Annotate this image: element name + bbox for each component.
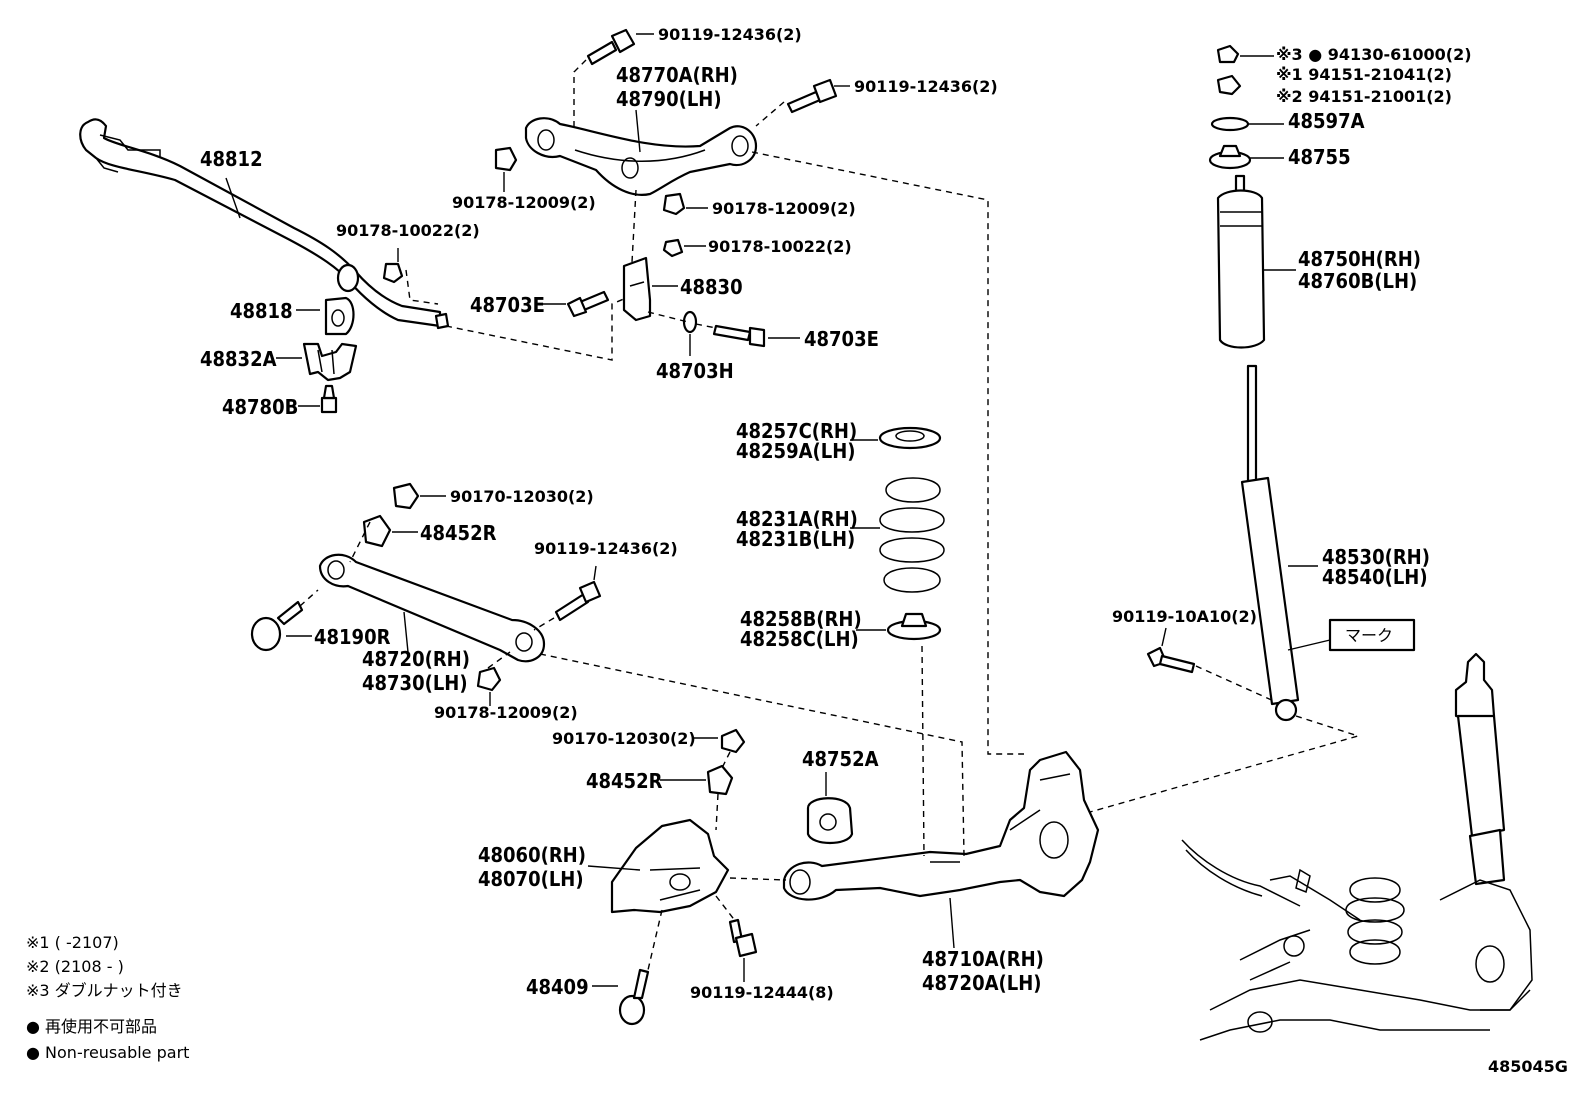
mark-callout: マーク (1287, 618, 1416, 652)
label-48710a-rh[interactable]: 48710A(RH) (922, 947, 1044, 971)
bushing-48452r-top (362, 514, 392, 548)
nut-90178-10022-a (382, 262, 404, 284)
label-48231a-rh[interactable]: 48231A(RH) (736, 507, 858, 531)
stabilizer-bar (79, 118, 450, 330)
spring-seat-48258b (886, 612, 942, 641)
bolt-48703e-left (566, 290, 610, 318)
label-48832a[interactable]: 48832A (200, 347, 277, 371)
bolt-48780b (320, 384, 338, 414)
label-90170-12030-top[interactable]: 90170-12030(2) (450, 487, 594, 506)
nut-94151 (1216, 74, 1242, 96)
note-2: ※2 (2108 - ) (26, 957, 124, 976)
label-90178-12009-right[interactable]: 90178-12009(2) (712, 199, 856, 218)
label-90119-12436-mid[interactable]: 90119-12436(2) (534, 539, 678, 558)
label-48790-lh[interactable]: 48790(LH) (616, 87, 722, 111)
label-48730-lh[interactable]: 48730(LH) (362, 671, 468, 695)
nut-90178-12009-left (494, 146, 518, 172)
bushing-48755 (1208, 144, 1252, 170)
label-48770a-rh[interactable]: 48770A(RH) (616, 63, 738, 87)
note-1: ※1 ( -2107) (26, 933, 119, 952)
lower-arm-48720 (318, 553, 546, 663)
label-94130-61000[interactable]: ※3 ● 94130-61000(2) (1276, 45, 1472, 64)
label-48750h-rh[interactable]: 48750H(RH) (1298, 247, 1421, 271)
label-48830[interactable]: 48830 (680, 275, 743, 299)
label-48755[interactable]: 48755 (1288, 145, 1351, 169)
bushing-48452r-bottom (706, 764, 734, 796)
dashed-leader-lines (299, 59, 1361, 971)
bushing-48752a (806, 797, 854, 845)
label-90119-12444[interactable]: 90119-12444(8) (690, 983, 834, 1002)
label-90178-12009-left[interactable]: 90178-12009(2) (452, 193, 596, 212)
label-90178-12009-bottom[interactable]: 90178-12009(2) (434, 703, 578, 722)
mark-label: マーク (1345, 626, 1393, 645)
part-labels: 90119-12436(2) 48770A(RH) 48790(LH) 9011… (200, 25, 1472, 1002)
leader-lines (225, 33, 1318, 987)
shock-absorber-48530 (1240, 364, 1300, 722)
bolt-48190r (250, 600, 304, 652)
link-48409 (618, 968, 650, 1026)
label-94151-21001[interactable]: ※2 94151-21001(2) (1276, 87, 1452, 106)
label-48259a-lh[interactable]: 48259A(LH) (736, 439, 856, 463)
legend-japanese: ● 再使用不可部品 (26, 1017, 157, 1036)
label-48530-rh[interactable]: 48530(RH) (1322, 545, 1430, 569)
label-48257c-rh[interactable]: 48257C(RH) (736, 419, 857, 443)
bracket-48830 (622, 238, 684, 322)
coil-spring-48231a (879, 477, 945, 593)
label-48703e-right[interactable]: 48703E (804, 327, 879, 351)
label-48409[interactable]: 48409 (526, 975, 589, 999)
assembly-view (1181, 652, 1533, 1041)
bolt-90119-12444 (728, 918, 758, 958)
label-48231b-lh[interactable]: 48231B(LH) (736, 527, 855, 551)
label-48812[interactable]: 48812 (200, 147, 263, 171)
bolt-90119-12436-top (586, 28, 636, 66)
nut-90178-12009-bottom (476, 666, 502, 692)
washer-48597a (1210, 116, 1250, 132)
label-48190r[interactable]: 48190R (314, 625, 391, 649)
legend-english: ● Non-reusable part (26, 1043, 189, 1062)
footnotes: ※1 ( -2107) ※2 (2108 - ) ※3 ダブルナット付き ● 再… (26, 933, 1568, 1076)
label-48720-rh[interactable]: 48720(RH) (362, 647, 470, 671)
bushing-90170-12030-top (392, 482, 420, 510)
label-90119-10a10[interactable]: 90119-10A10(2) (1112, 607, 1257, 626)
lower-arm-48710a (782, 750, 1100, 901)
spring-seat-48257c (878, 426, 942, 450)
label-48258c-lh[interactable]: 48258C(LH) (740, 627, 859, 651)
diagram-id: 485045G (1488, 1057, 1568, 1076)
label-48818[interactable]: 48818 (230, 299, 293, 323)
label-90119-12436-right[interactable]: 90119-12436(2) (854, 77, 998, 96)
nut-90178-12009-right (662, 192, 686, 216)
note-3: ※3 ダブルナット付き (26, 981, 183, 1000)
bolt-48703e-right (712, 324, 766, 348)
carrier-48060 (610, 818, 730, 914)
bolt-90119-10a10 (1146, 646, 1196, 674)
label-90119-12436-top[interactable]: 90119-12436(2) (658, 25, 802, 44)
bolt-90119-12436-mid (554, 580, 602, 622)
washer-48703h (682, 310, 698, 334)
label-48703h[interactable]: 48703H (656, 359, 734, 383)
label-48720a-lh[interactable]: 48720A(LH) (922, 971, 1042, 995)
label-48780b[interactable]: 48780B (222, 395, 298, 419)
label-90170-12030-bottom[interactable]: 90170-12030(2) (552, 729, 696, 748)
bushing-90170-12030-bottom (720, 728, 746, 754)
label-48760b-lh[interactable]: 48760B(LH) (1298, 269, 1417, 293)
label-48752a[interactable]: 48752A (802, 747, 879, 771)
bump-stop-48750h (1216, 174, 1266, 349)
label-48540-lh[interactable]: 48540(LH) (1322, 565, 1428, 589)
label-94151-21041[interactable]: ※1 94151-21041(2) (1276, 65, 1452, 84)
label-48070-lh[interactable]: 48070(LH) (478, 867, 584, 891)
label-48703e-left[interactable]: 48703E (470, 293, 545, 317)
nut-94130 (1216, 44, 1240, 64)
label-90178-10022-b[interactable]: 90178-10022(2) (708, 237, 852, 256)
label-48452r-top[interactable]: 48452R (420, 521, 497, 545)
label-48258b-rh[interactable]: 48258B(RH) (740, 607, 862, 631)
label-48060-rh[interactable]: 48060(RH) (478, 843, 586, 867)
label-90178-10022-a[interactable]: 90178-10022(2) (336, 221, 480, 240)
bolt-90119-12436-right (786, 78, 838, 114)
bracket-48832a (302, 342, 358, 382)
upper-arm-48770a (524, 117, 758, 196)
bushing-48818 (324, 296, 355, 336)
label-48597a[interactable]: 48597A (1288, 109, 1365, 133)
label-48452r-bottom[interactable]: 48452R (586, 769, 663, 793)
